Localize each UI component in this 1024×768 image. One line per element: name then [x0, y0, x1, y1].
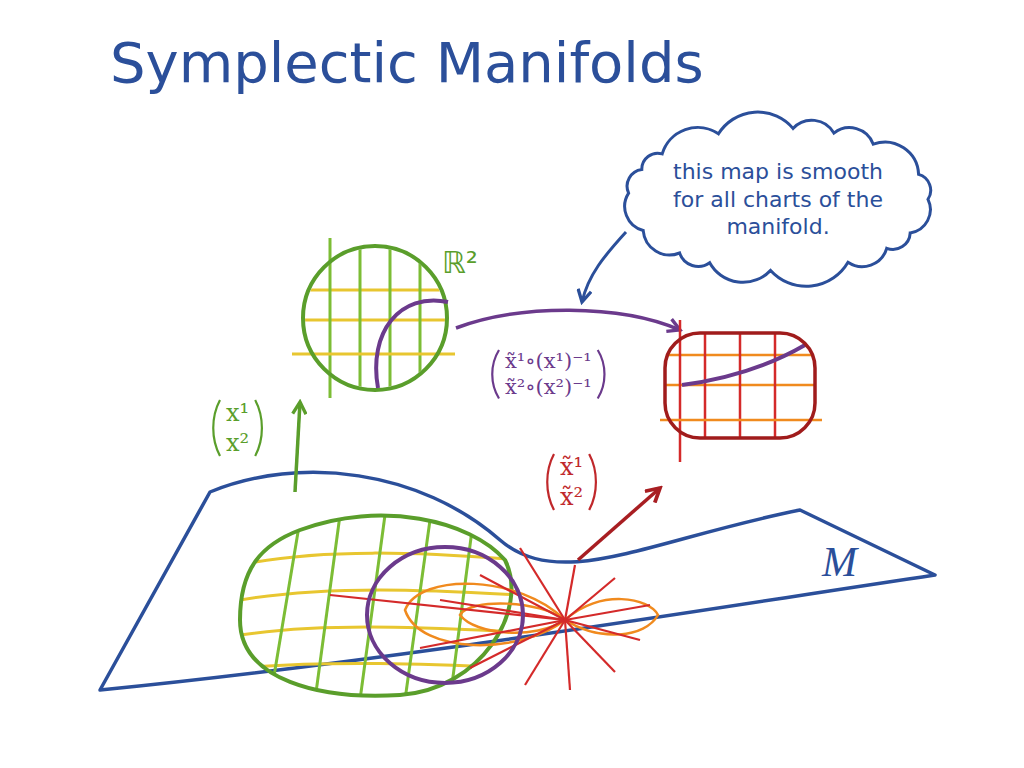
callout-text: this map is smooth for all charts of the…: [662, 158, 894, 241]
bracket: [255, 400, 262, 456]
chart-coordinates: x̃¹ x̃²: [560, 452, 583, 512]
manifold-surface: [100, 472, 935, 690]
ray: [420, 620, 565, 648]
chart-image-left: [290, 238, 460, 400]
chart-grid-surface: [240, 515, 520, 700]
chart-arrow: [295, 402, 300, 492]
overlap-chart: [367, 547, 523, 683]
chart-lobe: [565, 599, 658, 634]
leader-arrow: [582, 232, 626, 302]
grid-line: [704, 333, 707, 438]
chart-domain: [665, 333, 815, 438]
grid-line: [360, 515, 385, 700]
grid-line: [290, 289, 460, 292]
chart-domain: [303, 246, 447, 390]
ray: [565, 565, 575, 620]
transition-map: x̃¹∘(x¹)⁻¹ x̃²∘(x²)⁻¹: [505, 348, 592, 401]
axis: [660, 419, 822, 422]
grid-line: [290, 319, 460, 322]
cloud-outline: [625, 112, 931, 286]
overlap-arc: [376, 300, 448, 388]
chart-coordinates: x¹ x²: [226, 398, 249, 458]
bracket: [589, 454, 596, 510]
ray: [565, 620, 570, 690]
axis: [292, 353, 455, 356]
bracket: [213, 400, 220, 456]
overlap-arc: [682, 345, 805, 385]
bracket: [492, 350, 499, 399]
chart-arrow: [578, 488, 660, 560]
radial-chart: [330, 548, 658, 690]
radial-lines: [330, 548, 650, 690]
bracket: [598, 350, 605, 399]
manifold-label: M: [822, 536, 857, 589]
drawing-part: [665, 333, 815, 438]
ray: [525, 620, 565, 685]
space-label: ℝ²: [442, 244, 478, 282]
ray: [565, 620, 640, 640]
grid-line: [240, 590, 520, 600]
grid-line: [315, 515, 340, 700]
drawing-part: [290, 240, 460, 400]
transition-arrow: [456, 310, 680, 330]
ray: [565, 605, 650, 620]
chart-image-right: [660, 320, 822, 462]
bracket: [547, 454, 554, 510]
grid-line: [739, 333, 742, 438]
grid-line: [774, 333, 777, 438]
grid-line: [359, 240, 362, 400]
thought-cloud: this map is smooth for all charts of the…: [662, 158, 894, 241]
title: Symplectic Manifolds: [110, 30, 704, 95]
